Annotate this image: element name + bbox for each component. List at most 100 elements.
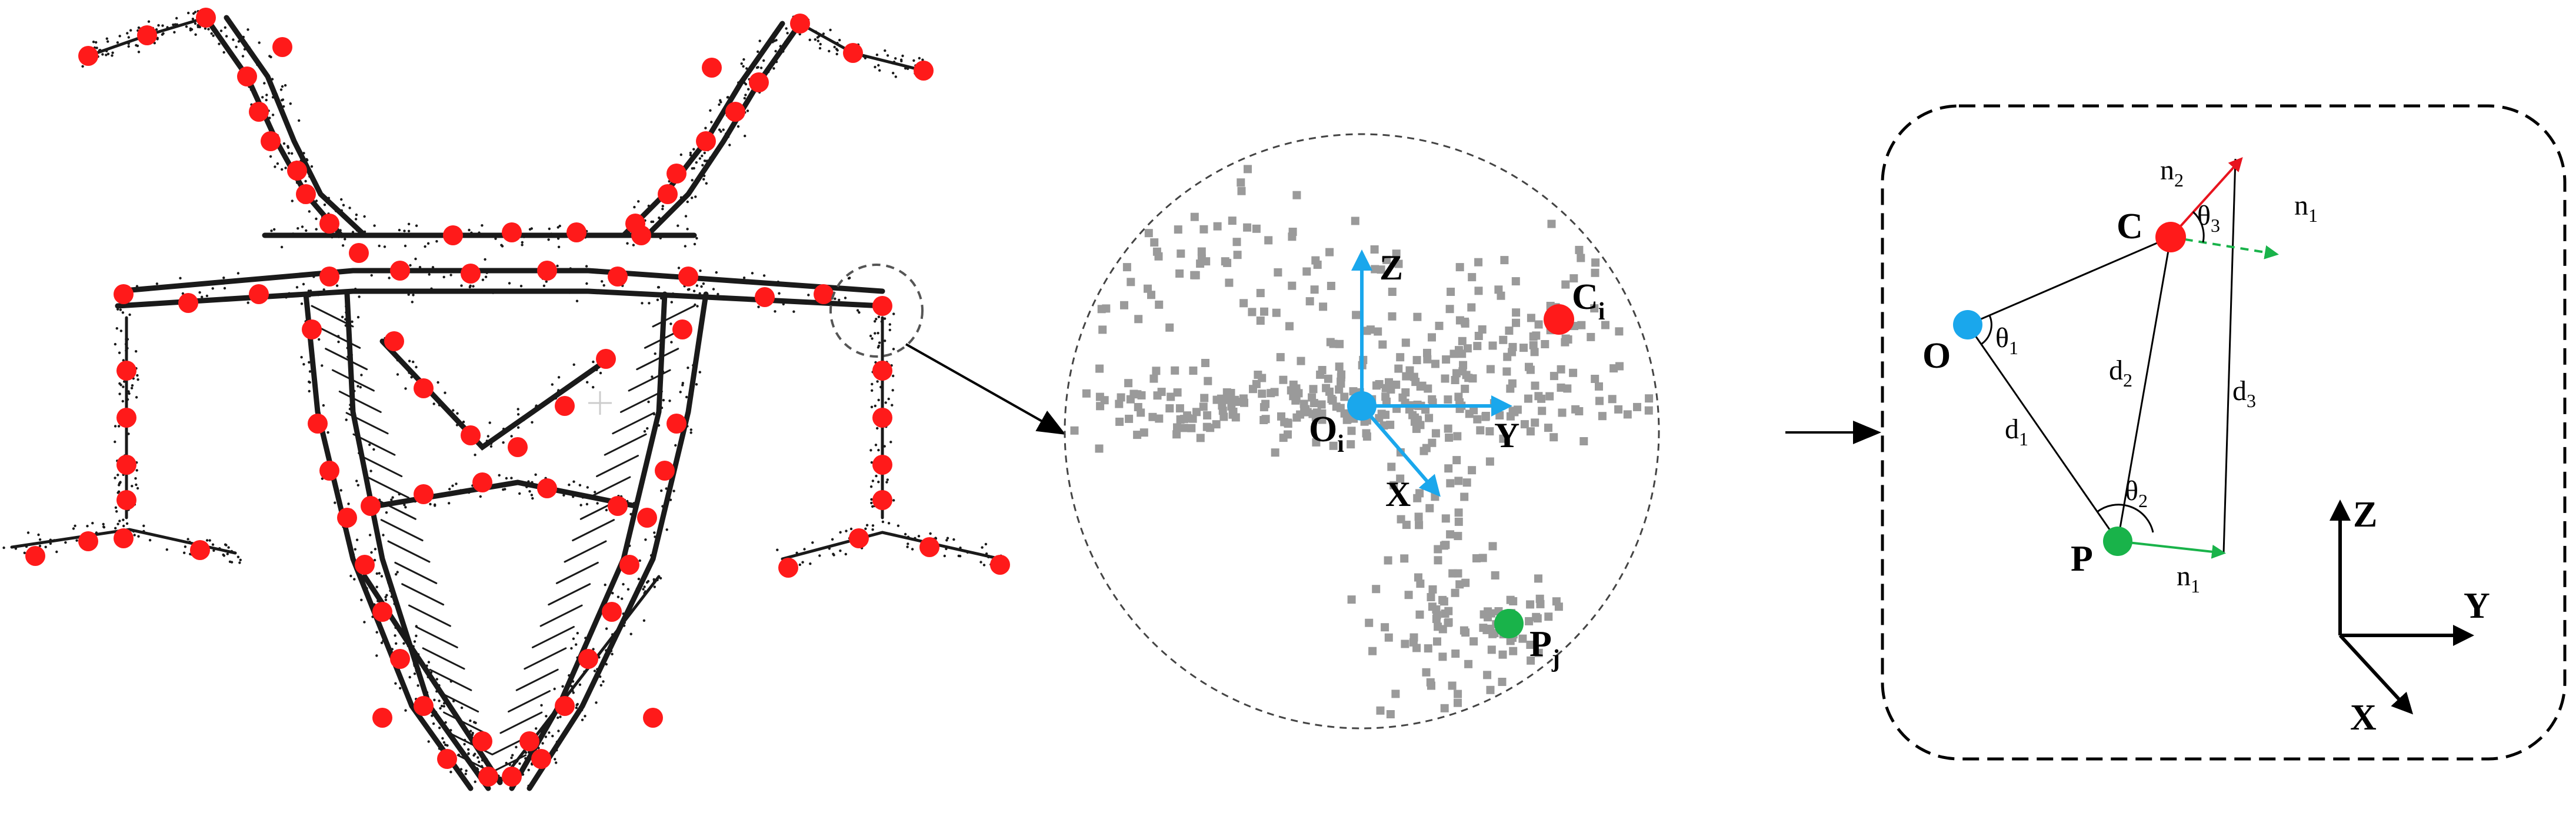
tower-noise-dot [870,405,874,408]
tower-noise-dot [540,728,543,731]
tower-noise-dot [444,391,446,394]
point-p-label: P [2071,539,2093,579]
tower-noise-dot [114,425,117,428]
tower-noise-dot [556,264,559,268]
tower-noise-dot [98,49,102,52]
keypoint-ci [1544,304,1574,335]
cloud-point [1152,367,1161,375]
tower-noise-dot [271,96,275,99]
tower-keypoint [461,264,481,284]
tower-noise-dot [679,199,682,202]
tower-noise-dot [396,571,399,574]
tower-noise-dot [156,38,159,41]
cloud-point [1455,263,1464,272]
tower-noise-dot [572,363,575,366]
tower-noise-dot [425,691,429,694]
cloud-point [1552,597,1561,606]
cloud-point [1491,571,1499,579]
cloud-point [1486,365,1495,374]
tower-noise-dot [301,225,304,228]
tower-noise-dot [880,320,884,323]
cloud-point [1451,588,1459,597]
tower-noise-dot [271,92,275,95]
tower-noise-dot [792,310,795,313]
cloud-point [1424,384,1432,393]
tower-noise-dot [717,292,719,296]
cloud-point [1595,397,1604,405]
cloud-point [1569,274,1578,283]
tower-noise-dot [415,625,418,628]
tower-noise-dot [463,742,466,746]
cloud-point [1484,607,1492,616]
tower-noise-dot [439,707,442,710]
tower-noise-dot [545,715,548,718]
tower-noise-dot [874,320,877,323]
tower-noise-dot [380,641,384,644]
tower-noise-dot [811,541,814,544]
tower-noise-dot [556,237,560,240]
tower-noise-dot [629,600,632,603]
tower-keypoint [555,396,575,416]
tower-noise-dot [305,229,308,232]
tower-noise-dot [818,46,822,50]
cloud-point [1468,273,1477,282]
tower-noise-dot [237,40,241,43]
lattice-brace [408,604,451,627]
tower-noise-dot [876,380,879,383]
tower-noise-dot [687,367,689,369]
lattice-brace [619,390,663,413]
tower-noise-dot [435,690,438,693]
cloud-point [1508,348,1517,357]
tower-member [621,21,785,238]
tower-keypoint [472,731,492,751]
cloud-point [1508,379,1517,388]
tower-noise-dot [609,650,613,652]
lattice-brace [531,625,575,648]
tower-noise-dot [691,167,694,170]
tower-noise-dot [122,518,125,521]
local-axis-x-line [1360,405,1441,497]
tower-noise-dot [218,42,221,45]
tower-noise-dot [196,24,199,27]
tower-noise-dot [829,28,832,32]
tower-noise-dot [345,418,348,421]
tower-noise-dot [585,265,588,268]
tower-noise-dot [869,485,873,488]
tower-noise-dot [622,612,625,615]
tower-noise-dot [605,662,608,666]
tower-noise-dot [348,207,351,209]
tower-noise-dot [330,205,334,208]
tower-noise-dot [219,29,223,32]
tower-noise-dot [304,179,307,183]
tower-noise-dot [348,408,352,411]
tower-noise-dot [548,227,551,231]
tower-keypoint [296,184,316,204]
tower-noise-dot [545,280,548,283]
tower-noise-dot [363,621,366,624]
tower-noise-dot [637,577,641,581]
tower-noise-dot [318,338,321,341]
cloud-point [1536,599,1545,608]
tower-noise-dot [651,375,654,378]
tower-noise-dot [136,378,139,381]
tower-noise-dot [907,542,909,545]
tower-noise-dot [285,156,288,159]
tower-noise-dot [864,527,867,530]
tower-noise-dot [425,664,428,667]
tower-noise-dot [305,158,308,161]
tower-noise-dot [742,65,745,68]
tower-noise-dot [595,368,598,371]
cloud-point [1237,186,1246,195]
cloud-point [1070,426,1079,435]
tower-noise-dot [174,23,177,26]
tower-noise-dot [596,668,599,671]
tower-keypoint [319,214,339,234]
tower-noise-dot [689,154,692,156]
tower-noise-dot [649,554,653,557]
cloud-point [1545,392,1554,401]
tower-noise-dot [611,652,614,656]
tower-noise-dot [586,381,589,384]
tower-keypoint [272,37,292,57]
tower-noise-dot [445,728,448,731]
tower-noise-dot [876,427,879,430]
